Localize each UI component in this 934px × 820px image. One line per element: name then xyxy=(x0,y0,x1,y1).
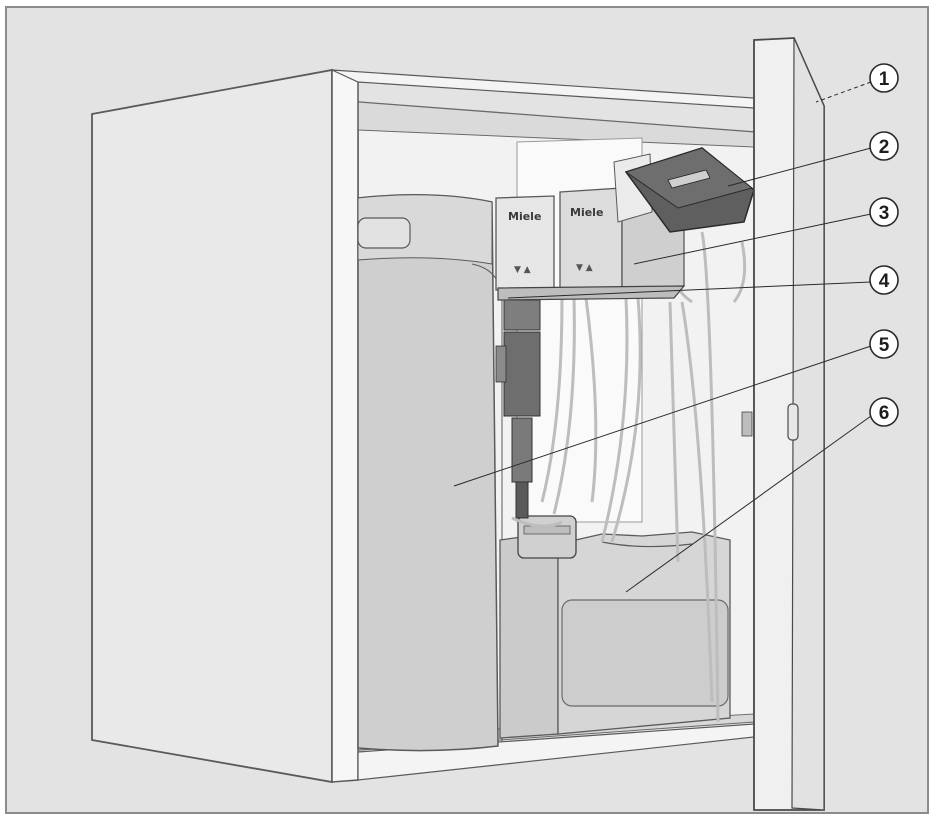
callout-6-number: 6 xyxy=(879,403,890,424)
cabinet-diagram: Miele Miele ▼ ▲ ▼ ▲ xyxy=(5,6,929,814)
callout-2-number: 2 xyxy=(879,137,890,158)
suction-lance xyxy=(495,299,541,519)
container-drum xyxy=(357,194,503,752)
cabinet-door xyxy=(741,37,825,811)
cabinet-side-panel xyxy=(91,68,755,784)
control-module xyxy=(613,147,755,233)
callout-2: 2 xyxy=(869,131,899,161)
svg-text:▼ ▲: ▼ ▲ xyxy=(576,263,593,273)
callout-4-number: 4 xyxy=(879,271,890,292)
callout-3: 3 xyxy=(869,197,899,227)
callout-5-number: 5 xyxy=(879,335,890,356)
leader-lines xyxy=(453,81,872,593)
callout-6: 6 xyxy=(869,397,899,427)
callout-1: 1 xyxy=(869,63,899,93)
container-canister xyxy=(499,515,731,739)
callout-1-number: 1 xyxy=(879,69,890,90)
pump-logo-right: Miele xyxy=(570,206,603,219)
callout-3-number: 3 xyxy=(879,203,890,224)
callout-5: 5 xyxy=(869,329,899,359)
mounting-bracket xyxy=(497,285,686,301)
pump-logo-left: Miele xyxy=(508,210,541,223)
svg-text:▼ ▲: ▼ ▲ xyxy=(514,265,531,275)
callout-4: 4 xyxy=(869,265,899,295)
